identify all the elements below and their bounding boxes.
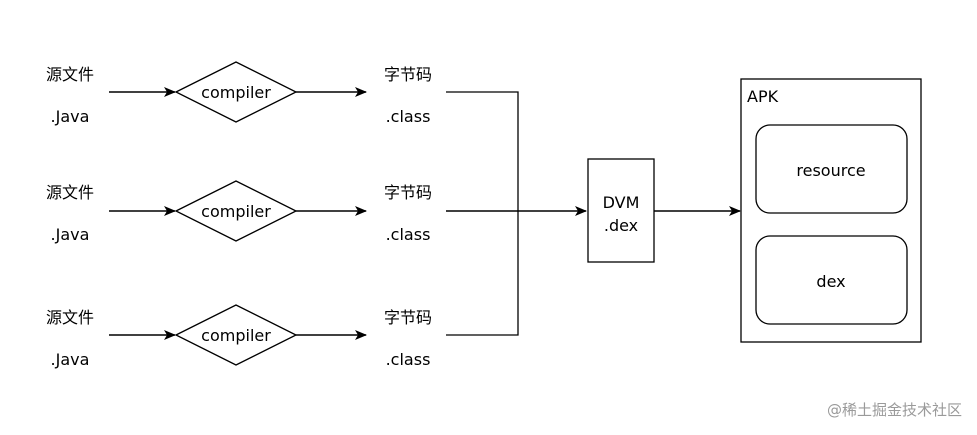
apk-resource-label: resource [796, 161, 865, 180]
compiler-label: compiler [201, 326, 271, 345]
source-label: 源文件 [46, 65, 94, 84]
compiler-label: compiler [201, 83, 271, 102]
source-ext: .Java [51, 225, 90, 244]
dvm-node: DVM .dex [587, 158, 655, 263]
pipeline-row-1: 源文件 .Java compiler 字节码 .class [46, 61, 519, 211]
bytecode-label: 字节码 [384, 65, 432, 84]
watermark: @稀土掘金技术社区 [827, 401, 962, 419]
apk-title: APK [747, 87, 779, 106]
dvm-ext: .dex [604, 216, 638, 235]
connector-row-1 [446, 91, 519, 211]
apk-container: APK resource dex [740, 78, 922, 343]
apk-dex-box [755, 235, 908, 325]
source-ext: .Java [51, 107, 90, 126]
source-label: 源文件 [46, 183, 94, 202]
source-ext: .Java [51, 350, 90, 369]
pipeline-row-3: 源文件 .Java compiler 字节码 .class [46, 211, 519, 369]
bytecode-label: 字节码 [384, 183, 432, 202]
source-label: 源文件 [46, 308, 94, 327]
dvm-box [587, 158, 655, 263]
bytecode-ext: .class [386, 225, 431, 244]
pipeline-row-2: 源文件 .Java compiler 字节码 .class [46, 180, 432, 244]
compiler-label: compiler [201, 202, 271, 221]
bytecode-ext: .class [386, 107, 431, 126]
apk-dex-label: dex [816, 272, 845, 291]
connector-row-3 [446, 211, 519, 336]
bytecode-label: 字节码 [384, 308, 432, 327]
bytecode-ext: .class [386, 350, 431, 369]
dvm-label: DVM [603, 193, 640, 212]
apk-resource-box [755, 124, 908, 214]
